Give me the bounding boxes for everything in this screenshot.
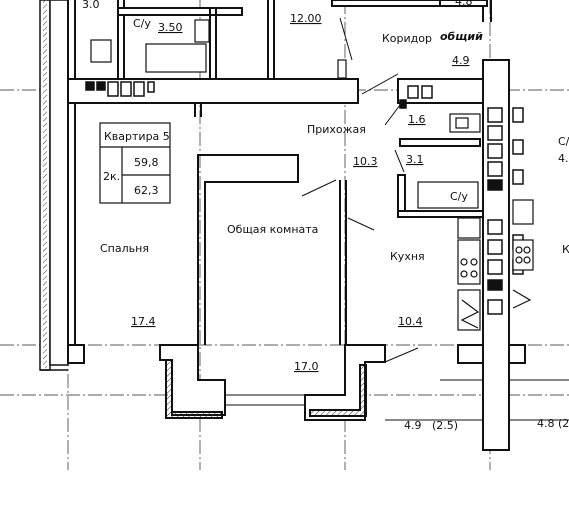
- left-outer-wall: [39, 0, 69, 371]
- counter: [457, 289, 481, 331]
- balcony-right-area-label: 4.8 (2: [537, 417, 569, 430]
- balcony-walls: [67, 344, 569, 421]
- kitchen-label: Кухня: [390, 250, 425, 263]
- living-room-label: Общая комната: [227, 223, 318, 236]
- bath-area-label: 3.1: [406, 153, 424, 166]
- top-toilet: [90, 39, 112, 63]
- apartment-area-living: 59,8: [134, 156, 159, 169]
- bath-label: С/у: [450, 190, 468, 203]
- bedroom-area-label: 17.4: [131, 315, 156, 328]
- vent-blocks-top: [85, 81, 433, 109]
- balcony-left-sub-label: (2.5): [432, 419, 458, 432]
- top-bathtub: [145, 43, 207, 73]
- living-area-label: 17.0: [294, 360, 319, 373]
- top-bath-label: С/у: [133, 17, 151, 30]
- right-edge-label-2: 4.: [558, 152, 569, 165]
- right-edge-label-3: К: [562, 243, 569, 256]
- walls: [67, 0, 510, 451]
- top-bath-area-label: 3.50: [158, 21, 183, 34]
- fixtures: [90, 19, 534, 331]
- bathtub: [417, 181, 479, 209]
- apartment-title: Квартира 5: [104, 130, 170, 143]
- bedroom-label: Спальня: [100, 242, 149, 255]
- apartment-area-total: 62,3: [134, 184, 159, 197]
- corridor-common-label: общий: [440, 30, 483, 43]
- kitchen-area-label: 10.4: [398, 315, 423, 328]
- balcony-left-area-label: 4.9: [404, 419, 422, 432]
- hall-label: Прихожая: [307, 123, 366, 136]
- apartment-info-box: [99, 122, 171, 204]
- corridor-area-label: 4.9: [452, 54, 470, 67]
- closet-area-label: 1.6: [408, 113, 426, 126]
- living-room-partitions: [194, 103, 375, 345]
- top-area-right-label: 4.8: [455, 0, 473, 8]
- right-edge-label-1: С/: [558, 135, 569, 148]
- top-area-left-label: 3.0: [82, 0, 100, 11]
- top-area-mid-label: 12.00: [290, 12, 322, 25]
- room-labels: 3.0 С/у 3.50 12.00 Коридор общий 4.9 4.8…: [82, 0, 569, 432]
- sink: [457, 217, 481, 239]
- apartment-rooms: 2к.: [103, 170, 120, 183]
- corridor-label: Коридор: [382, 32, 432, 45]
- apartment-info-text: Квартира 5 2к. 59,8 62,3: [103, 130, 170, 197]
- hall-area-label: 10.3: [353, 155, 378, 168]
- bathroom-walls: [339, 17, 484, 218]
